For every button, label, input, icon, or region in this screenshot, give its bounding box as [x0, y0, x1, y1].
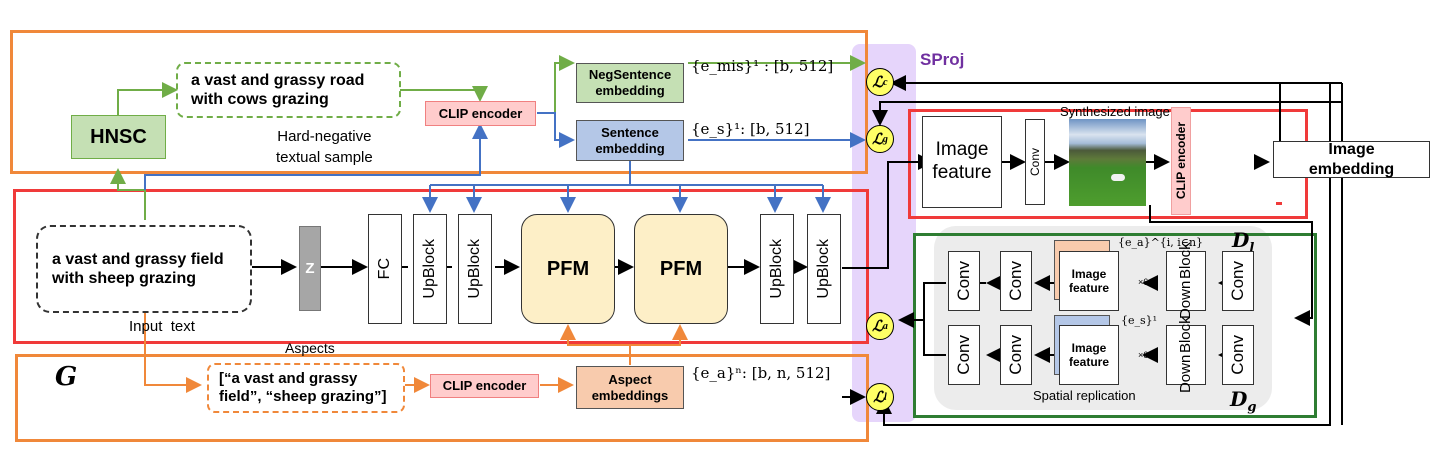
d-global-conv-in: Conv: [1222, 325, 1254, 385]
d-global-label: Dg: [1230, 387, 1257, 415]
sentence-embedding-dim: {e_s}¹: [b, 512]: [691, 120, 810, 138]
sentence-embedding: Sentence embedding: [576, 120, 684, 161]
neg-sentence-embedding: NegSentence embedding: [576, 63, 684, 103]
d-local-label: Dl: [1232, 228, 1255, 256]
negative-sample-caption: Hard-negative textual sample: [276, 128, 373, 166]
conv-image: Conv: [1025, 119, 1045, 205]
noise-z: Z: [299, 226, 321, 311]
upblock-2: UpBlock: [458, 214, 492, 324]
neg-embedding-dim: {e_mis}¹ : [b, 512]: [691, 57, 834, 75]
d-local-repeat: ×6: [1138, 277, 1149, 287]
generator-label: G: [55, 362, 78, 392]
sheep-icon: [1111, 174, 1125, 181]
sproj-band: [852, 44, 916, 422]
upblock-1: UpBlock: [413, 214, 447, 324]
synthesized-image-caption: Synthesized image: [1060, 104, 1170, 119]
image-embedding: Image embedding: [1273, 141, 1430, 178]
sproj-label: SProj: [920, 50, 965, 69]
upblock-4: UpBlock: [807, 214, 841, 324]
clip-encoder-text: CLIP encoder: [425, 101, 536, 126]
d-global-repeat: ×6: [1138, 350, 1149, 360]
d-global-image-feature: Image feature: [1059, 325, 1119, 385]
hnsc-block: HNSC: [71, 115, 166, 159]
aspect-sup-label: {e_a}^{i, i∈n}: [1118, 236, 1204, 249]
aspects-caption: Aspects: [285, 340, 335, 356]
input-text-caption: Input text: [129, 318, 195, 335]
d-global-conv-out: Conv: [948, 325, 980, 385]
spatial-replication-caption: Spatial replication: [1033, 388, 1136, 403]
d-global-conv-mid: Conv: [1000, 325, 1032, 385]
d-local-conv-in: Conv: [1222, 251, 1254, 311]
synthesized-image: [1069, 119, 1146, 206]
discriminator-frame: [913, 233, 1317, 418]
clip-encoder-image: CLIP encoder: [1171, 107, 1191, 215]
image-feature-block: Image feature: [922, 116, 1002, 208]
generator-frame: [13, 189, 869, 344]
pfm-block-2: PFM: [634, 214, 728, 324]
text-encoder-frame: [10, 30, 868, 174]
pfm-block-1: PFM: [521, 214, 615, 324]
red-dash-mark: [1276, 202, 1282, 205]
d-local-conv-out: Conv: [948, 251, 980, 311]
d-local-conv-mid: Conv: [1000, 251, 1032, 311]
clip-encoder-aspect: CLIP encoder: [430, 374, 539, 398]
aspect-embeddings: Aspect embeddings: [576, 366, 684, 409]
upblock-3: UpBlock: [760, 214, 794, 324]
input-text: a vast and grassy field with sheep grazi…: [36, 225, 252, 313]
aspect-embedding-dim: {e_a}ⁿ: [b, n, 512]: [691, 364, 831, 382]
sentence-sup-label: {e_s}¹: [1121, 314, 1158, 327]
fc-block: FC: [368, 214, 402, 324]
negative-sample-text: a vast and grassy road with cows grazing: [176, 62, 401, 118]
d-local-image-feature: Image feature: [1059, 251, 1119, 311]
aspects-list: [“a vast and grassy field”, “sheep grazi…: [207, 363, 405, 413]
